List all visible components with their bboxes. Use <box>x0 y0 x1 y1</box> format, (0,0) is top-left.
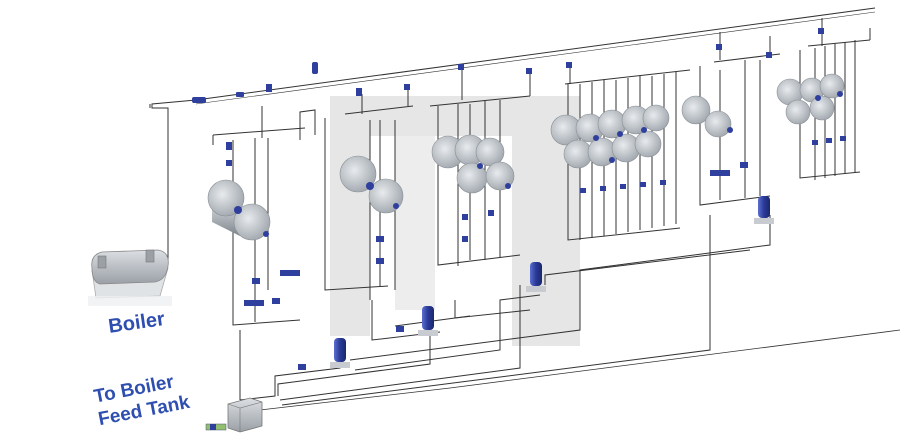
dryer-cylinder-icon <box>339 155 404 214</box>
dryer-cylinder-icon <box>681 95 733 138</box>
separator-tanks <box>330 196 774 368</box>
boiler-icon <box>88 249 172 306</box>
dryer-cylinder-icon <box>431 134 515 194</box>
dryer-cylinder-icon <box>550 104 670 169</box>
separator-tank-icon <box>526 262 546 292</box>
separator-tank-icon <box>330 338 350 368</box>
separator-tank-icon <box>418 306 438 336</box>
valve-icons <box>192 28 846 430</box>
dryer-cylinder-icon <box>207 179 271 241</box>
separator-tank-icon <box>754 196 774 224</box>
pipe-network <box>149 7 901 411</box>
dryer-cylinder-icon <box>776 73 845 125</box>
watermark <box>330 96 580 346</box>
dryer-cylinders <box>207 73 845 241</box>
